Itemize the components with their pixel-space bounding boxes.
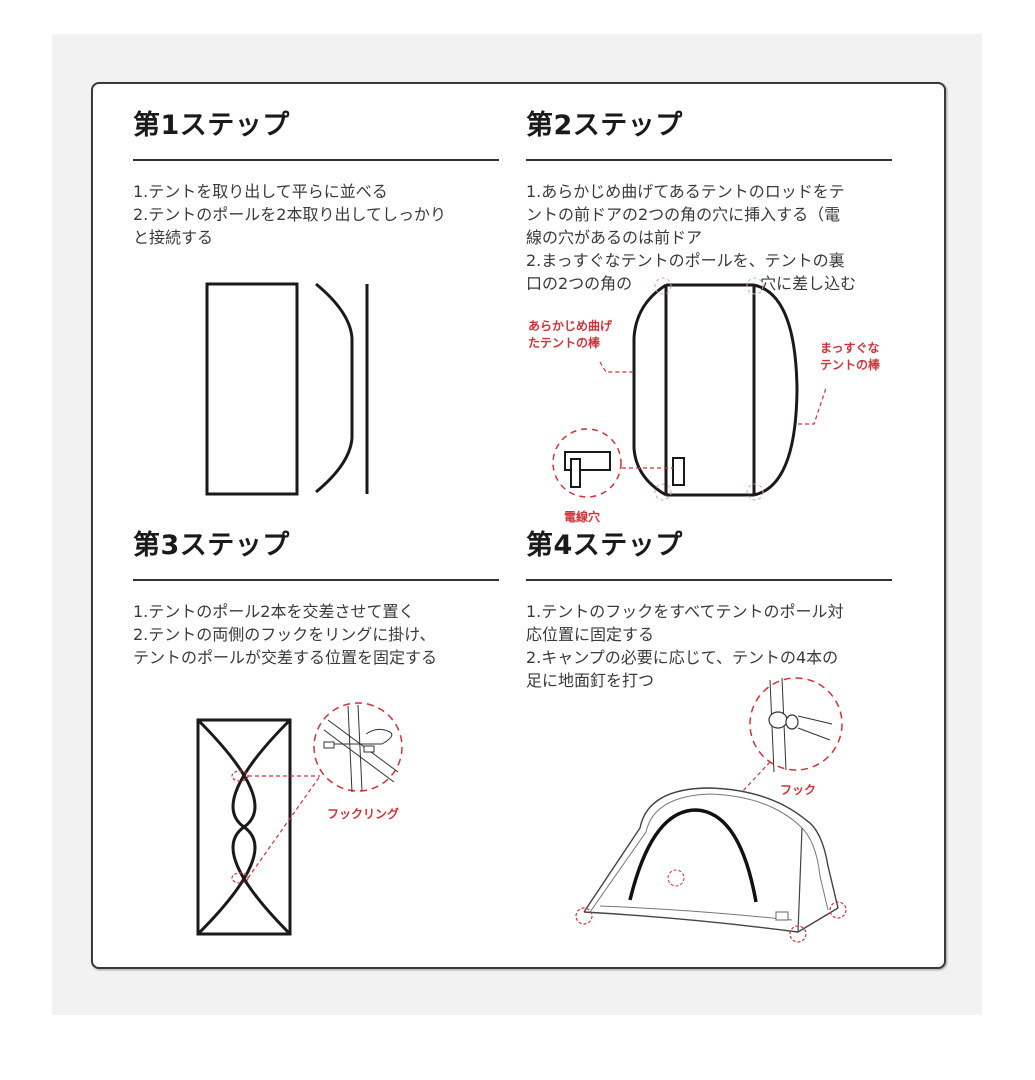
step-4-divider xyxy=(526,579,892,581)
step-1-line: 2.テントのポールを2本取り出してしっかり xyxy=(133,205,446,224)
hook-zoom-circle xyxy=(749,677,843,771)
step-1-line: と接続する xyxy=(133,228,214,247)
step-4-line: 2.キャンプの必要に応じて、テントの4本の xyxy=(526,648,839,667)
step-3-line: テントのポールが交差する位置を固定する xyxy=(133,648,438,667)
step-2-divider xyxy=(526,159,892,161)
tent-floor-icon xyxy=(196,718,292,936)
step-1-title: 第1ステップ xyxy=(133,110,290,141)
cable-hole-zoom-circle xyxy=(552,428,622,498)
step-2-line: ントの前ドアの2つの角の穴に挿入する（電 xyxy=(526,205,841,224)
tent-outer-icon xyxy=(583,787,839,913)
callout-curved-pole: あらかじめ曲げ たテントの棒 xyxy=(528,318,612,352)
callout-straight-pole-line: まっすぐな xyxy=(820,341,880,355)
step-2-line: 1.あらかじめ曲げてあるテントのロッドをテ xyxy=(526,182,845,201)
callout-curved-pole-line: たテントの棒 xyxy=(528,336,601,350)
step-3-line: 2.テントの両側のフックをリングに掛け、 xyxy=(133,625,436,644)
step-4-line: 1.テントのフックをすべてテントのポール対 xyxy=(526,602,844,621)
step-4-title: 第4ステップ xyxy=(526,530,683,561)
step-4-instructions: 1.テントのフックをすべてテントのポール対 応位置に固定する 2.キャンプの必要… xyxy=(526,600,892,692)
instruction-card xyxy=(91,82,946,969)
hook-ring-zoom-circle xyxy=(313,702,403,792)
step-2: 第2ステップ 1.あらかじめ曲げてあるテントのロッドをテ ントの前ドアの2つの角… xyxy=(526,106,892,295)
step-4-figure-assembled-tent xyxy=(570,670,860,950)
step-3-line: 1.テントのポール2本を交差させて置く xyxy=(133,602,415,621)
callout-curved-pole-line: あらかじめ曲げ xyxy=(528,319,613,333)
callout-hook: フック xyxy=(780,783,817,797)
crossed-pole-2-icon xyxy=(196,718,292,936)
step-1-line: 1.テントを取り出して平らに並べる xyxy=(133,182,388,201)
step-2-line: 線の穴があるのは前ドア xyxy=(526,228,703,247)
callout-straight-pole: まっすぐな テントの棒 xyxy=(820,340,880,374)
step-3: 第3ステップ 1.テントのポール2本を交差させて置く 2.テントの両側のフックを… xyxy=(133,526,499,669)
step-2-line: 2.まっすぐなテントのポールを、テントの裏 xyxy=(526,251,845,270)
step-3-instructions: 1.テントのポール2本を交差させて置く 2.テントの両側のフックをリングに掛け、… xyxy=(133,600,499,669)
step-2-figure-tent-top-view xyxy=(540,277,840,508)
step-3-figure-crossed-poles xyxy=(190,692,430,942)
step-1-figure-tent-and-poles xyxy=(200,278,380,498)
step-3-title: 第3ステップ xyxy=(133,530,290,561)
door-arch-icon xyxy=(628,808,758,903)
step-3-divider xyxy=(133,579,499,581)
curved-pole-icon xyxy=(632,283,667,497)
curved-pole-icon xyxy=(315,282,354,494)
step-1: 第1ステップ 1.テントを取り出して平らに並べる 2.テントのポールを2本取り出… xyxy=(133,106,499,249)
callout-hook-ring: フックリング xyxy=(327,807,400,821)
step-1-divider xyxy=(133,159,499,161)
straight-pole-icon xyxy=(753,283,799,497)
callout-cable-hole: 電線穴 xyxy=(564,510,601,524)
cable-hole-icon xyxy=(672,457,685,486)
step-1-instructions: 1.テントを取り出して平らに並べる 2.テントのポールを2本取り出してしっかり … xyxy=(133,180,499,249)
step-4: 第4ステップ 1.テントのフックをすべてテントのポール対 応位置に固定する 2.… xyxy=(526,526,892,692)
flat-tent-icon xyxy=(205,282,299,496)
step-4-line: 応位置に固定する xyxy=(526,625,655,644)
step-4-line: 足に地面釘を打つ xyxy=(526,671,655,690)
callout-straight-pole-line: テントの棒 xyxy=(820,358,881,372)
step-2-title: 第2ステップ xyxy=(526,110,683,141)
step-2-instructions: 1.あらかじめ曲げてあるテントのロッドをテ ントの前ドアの2つの角の穴に挿入する… xyxy=(526,180,892,295)
